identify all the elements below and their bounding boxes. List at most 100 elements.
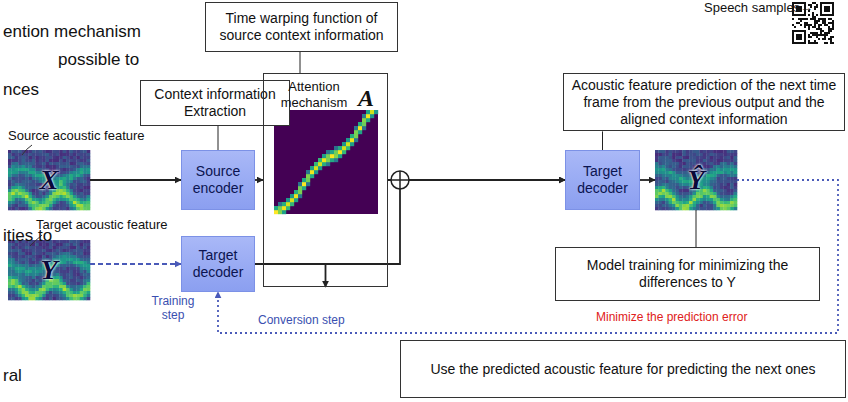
spectrogram-cell [66, 186, 70, 189]
qr-module [814, 24, 816, 26]
qr-module [798, 22, 800, 24]
spectrogram-cell [66, 192, 70, 195]
spectrogram-cell [679, 186, 683, 189]
spectrogram-cell [11, 198, 15, 201]
spectrogram-cell [669, 207, 673, 210]
qr-module [828, 22, 830, 24]
spectrogram-cell [669, 159, 673, 162]
spectrogram-cell [87, 204, 91, 207]
spectrogram-cell [682, 189, 686, 192]
qr-module [804, 30, 806, 32]
spectrogram-cell [699, 195, 703, 198]
spectrogram-cell [679, 156, 683, 159]
spectrogram-cell [22, 279, 26, 282]
spectrogram-cell [76, 198, 80, 201]
spectrogram-cell [49, 207, 53, 210]
spectrogram-cell [59, 279, 63, 282]
qr-module [828, 2, 830, 4]
spectrogram-cell [52, 246, 56, 249]
spectrogram-cell [662, 189, 666, 192]
heatmap-cell [334, 150, 338, 154]
qr-module [820, 6, 822, 8]
spectrogram-cell [18, 246, 22, 249]
flow-arrow [255, 180, 565, 264]
spectrogram-cell [25, 195, 29, 198]
spectrogram-cell [734, 150, 738, 153]
spectrogram-cell [720, 180, 724, 183]
spectrogram-cell [46, 297, 50, 300]
node-text: Target decoder [570, 163, 635, 197]
spectrogram-cell [679, 159, 683, 162]
spectrogram-cell [22, 291, 26, 294]
spectrogram-cell [76, 192, 80, 195]
spectrogram-cell [710, 174, 714, 177]
spectrogram-cell [49, 195, 53, 198]
spectrogram-cell [706, 153, 710, 156]
qr-module [800, 30, 802, 32]
spectrogram-cell [63, 204, 67, 207]
qr-module [828, 8, 830, 10]
spectrogram-cell [713, 201, 717, 204]
spectrogram-cell [35, 273, 39, 276]
spectrogram-cell [18, 150, 22, 153]
spectrogram-cell [655, 189, 659, 192]
spectrogram-cell [710, 165, 714, 168]
spectrogram-cell [689, 204, 693, 207]
heatmap-cell [310, 170, 314, 174]
spectrogram-cell [59, 282, 63, 285]
spectrogram-cell [32, 285, 36, 288]
spectrogram-cell [723, 156, 727, 159]
spectrogram-cell [80, 183, 84, 186]
spectrogram-cell [70, 279, 74, 282]
qr-module [830, 36, 832, 38]
spectrogram-cell [11, 165, 15, 168]
spectrogram-cell [662, 165, 666, 168]
qr-module [798, 30, 800, 32]
spectrogram-cell [15, 186, 19, 189]
spectrogram-cell [25, 246, 29, 249]
spectrogram-cell [73, 165, 77, 168]
spectrogram-cell [18, 261, 22, 264]
spectrogram-cell [66, 264, 70, 267]
spectrogram-cell [682, 186, 686, 189]
spectrogram-cell [665, 165, 669, 168]
qr-module [830, 18, 832, 20]
spectrogram-cell [18, 195, 22, 198]
spectrogram-cell [83, 171, 87, 174]
spectrogram-cell [83, 258, 87, 261]
spectrogram-cell [49, 150, 53, 153]
qr-module [820, 30, 822, 32]
spectrogram-cell [35, 156, 39, 159]
spectrogram-cell [8, 273, 12, 276]
spectrogram-cell [15, 297, 19, 300]
qr-module [796, 22, 798, 24]
spectrogram-cell [73, 159, 77, 162]
spectrogram-cell [80, 240, 84, 243]
spectrogram-cell [676, 186, 680, 189]
spectrogram-cell [46, 195, 50, 198]
spectrogram-cell [63, 249, 67, 252]
spectrogram-cell [665, 159, 669, 162]
spectrogram-cell [46, 204, 50, 207]
spectrogram-cell [727, 183, 731, 186]
spectrogram-cell [76, 159, 80, 162]
heatmap-cell [318, 166, 322, 170]
spectrogram-cell [29, 207, 33, 210]
spectrogram-cell [693, 201, 697, 204]
qr-module [828, 26, 830, 28]
spectrogram-cell [29, 258, 33, 261]
spectrogram-cell [22, 264, 26, 267]
spectrogram-cell [15, 204, 19, 207]
spectrogram-cell [665, 204, 669, 207]
spectrogram-cell [699, 201, 703, 204]
spectrogram-cell [32, 159, 36, 162]
heatmap-cell [282, 206, 286, 210]
spectrogram-cell [32, 288, 36, 291]
spectrogram-cell [70, 183, 74, 186]
heatmap-cell [362, 126, 366, 130]
spectrogram-cell [87, 186, 91, 189]
spectrogram-cell [658, 204, 662, 207]
spectrogram-cell [32, 156, 36, 159]
spectrogram-cell [662, 192, 666, 195]
spectrogram-cell [73, 291, 77, 294]
